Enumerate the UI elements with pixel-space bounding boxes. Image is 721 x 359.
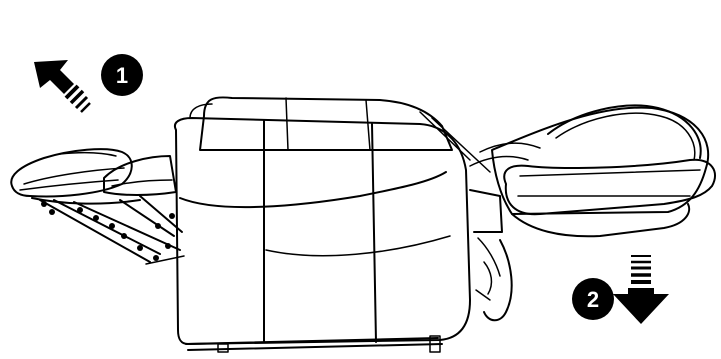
step-1-badge: 1 bbox=[101, 54, 143, 96]
seat-cushion bbox=[199, 96, 491, 173]
step-2-number: 2 bbox=[587, 287, 599, 312]
chair-base bbox=[185, 335, 443, 353]
step-2-indicator: 2 bbox=[572, 255, 669, 324]
arrow-up-left-icon bbox=[34, 60, 91, 113]
arrow-down-icon bbox=[613, 255, 669, 324]
footrest-linkage bbox=[31, 195, 185, 265]
backrest bbox=[469, 104, 717, 238]
recliner-chair bbox=[10, 96, 717, 353]
footrest bbox=[10, 148, 177, 198]
step-1-indicator: 1 bbox=[34, 54, 143, 113]
linkage-bolts bbox=[41, 201, 175, 261]
step-2-badge: 2 bbox=[572, 278, 614, 320]
step-1-number: 1 bbox=[116, 63, 128, 88]
lift-mechanism bbox=[469, 189, 513, 322]
side-panel bbox=[174, 103, 471, 345]
